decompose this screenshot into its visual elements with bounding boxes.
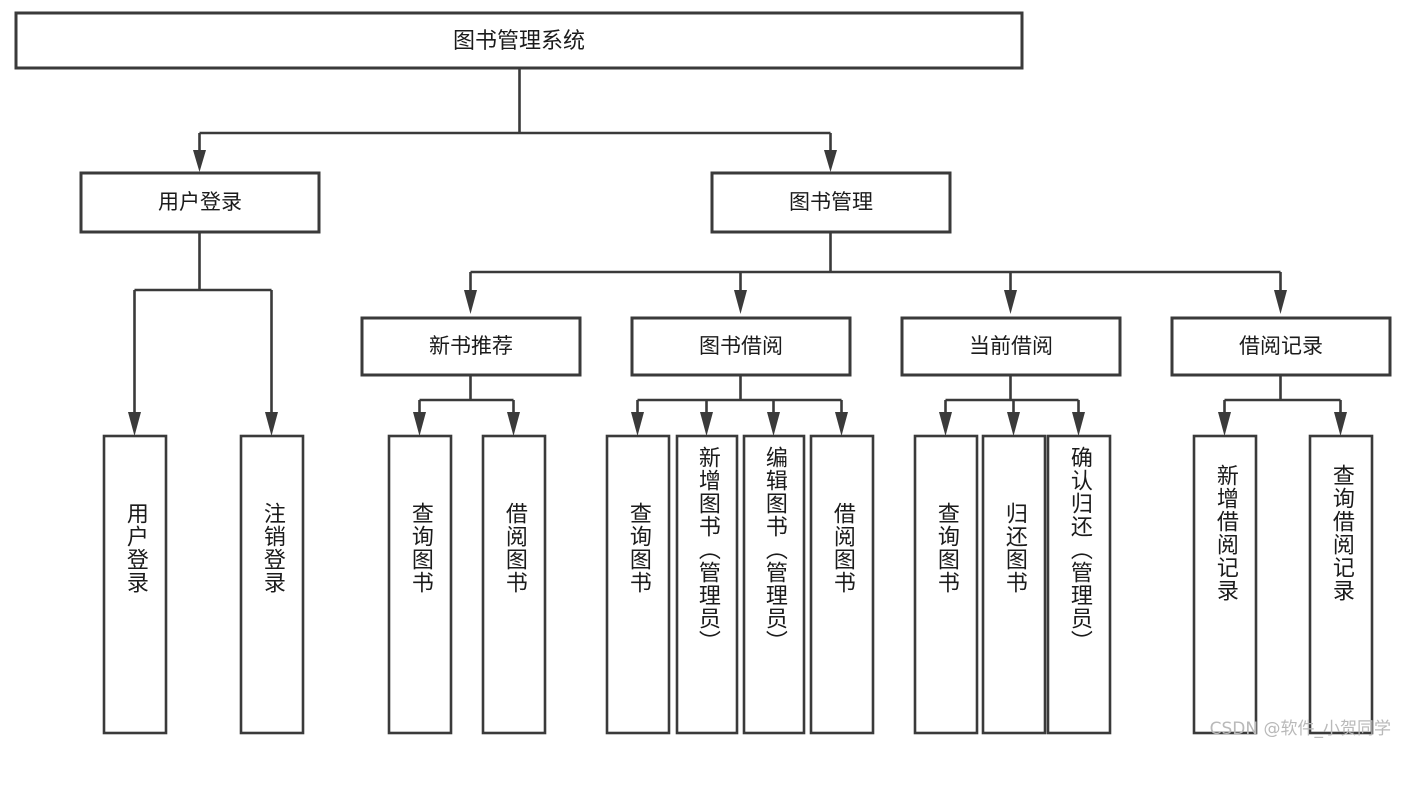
arrow-confirm-return <box>1072 412 1085 436</box>
arrow-query-book-3 <box>939 412 952 436</box>
arrow-book-manage <box>824 150 837 172</box>
arrow-add-record <box>1218 412 1231 436</box>
node-user-login-box[interactable] <box>79 171 321 234</box>
node-book-borrow-label: 图书借阅 <box>699 334 783 358</box>
arrow-book-borrow <box>734 290 747 314</box>
arrow-leaf-user-login <box>128 412 141 436</box>
arrow-borrow-book-2 <box>835 412 848 436</box>
node-borrow-record-box[interactable] <box>1170 316 1392 377</box>
node-leaf-edit-book-box[interactable] <box>742 434 806 735</box>
node-leaf-query-book-1-box[interactable] <box>387 434 453 735</box>
node-new-book-rec-box[interactable] <box>360 316 582 377</box>
node-leaf-logout-login-box[interactable] <box>239 434 305 735</box>
arrow-edit-book <box>767 412 780 436</box>
node-leaf-query-book-2-box[interactable] <box>605 434 671 735</box>
node-new-book-rec[interactable]: 新书推荐 <box>360 316 582 377</box>
arrow-new-book-rec <box>464 290 477 314</box>
arrow-query-record <box>1334 412 1347 436</box>
node-leaf-return-book-box[interactable] <box>981 434 1047 735</box>
node-root-box[interactable] <box>14 11 1024 70</box>
node-root[interactable]: 图书管理系统 <box>14 11 1024 70</box>
arrow-user-login <box>193 150 206 172</box>
node-user-login-label: 用户登录 <box>158 190 242 214</box>
arrow-return-book <box>1007 412 1020 436</box>
node-current-borrow-label: 当前借阅 <box>969 334 1053 358</box>
node-user-login[interactable]: 用户登录 <box>79 171 321 234</box>
node-book-manage-label: 图书管理 <box>789 190 873 214</box>
node-borrow-record[interactable]: 借阅记录 <box>1170 316 1392 377</box>
node-book-borrow[interactable]: 图书借阅 <box>630 316 852 377</box>
arrow-borrow-record <box>1274 290 1287 314</box>
node-leaf-confirm-return-box[interactable] <box>1046 434 1112 735</box>
node-book-manage-box[interactable] <box>710 171 952 234</box>
arrow-current-borrow <box>1004 290 1017 314</box>
node-leaf-add-record-box[interactable] <box>1192 434 1258 735</box>
arrow-add-book <box>700 412 713 436</box>
node-current-borrow-box[interactable] <box>900 316 1122 377</box>
hierarchy-svg: 图书管理系统 用户登录 图书管理 新书推荐 图书借阅 当前借阅 借阅记录 <box>14 11 1392 735</box>
node-leaf-add-book-box[interactable] <box>675 434 739 735</box>
arrow-borrow-book-1 <box>507 412 520 436</box>
leaf-box-layer <box>102 434 1374 735</box>
node-leaf-borrow-book-2-box[interactable] <box>809 434 875 735</box>
node-book-manage[interactable]: 图书管理 <box>710 171 952 234</box>
node-new-book-rec-label: 新书推荐 <box>429 334 513 358</box>
arrow-query-book-2 <box>631 412 644 436</box>
node-leaf-user-login-box[interactable] <box>102 434 168 735</box>
arrow-query-book-1 <box>413 412 426 436</box>
diagram-canvas: 图书管理系统 用户登录 图书管理 新书推荐 图书借阅 当前借阅 借阅记录 <box>14 11 1392 739</box>
node-current-borrow[interactable]: 当前借阅 <box>900 316 1122 377</box>
connector-layer <box>128 68 1347 436</box>
node-borrow-record-label: 借阅记录 <box>1239 334 1323 358</box>
node-leaf-query-book-3-box[interactable] <box>913 434 979 735</box>
node-leaf-borrow-book-1-box[interactable] <box>481 434 547 735</box>
node-book-borrow-box[interactable] <box>630 316 852 377</box>
node-root-label: 图书管理系统 <box>453 29 585 54</box>
arrow-leaf-logout <box>265 412 278 436</box>
node-leaf-query-record-box[interactable] <box>1308 434 1374 735</box>
